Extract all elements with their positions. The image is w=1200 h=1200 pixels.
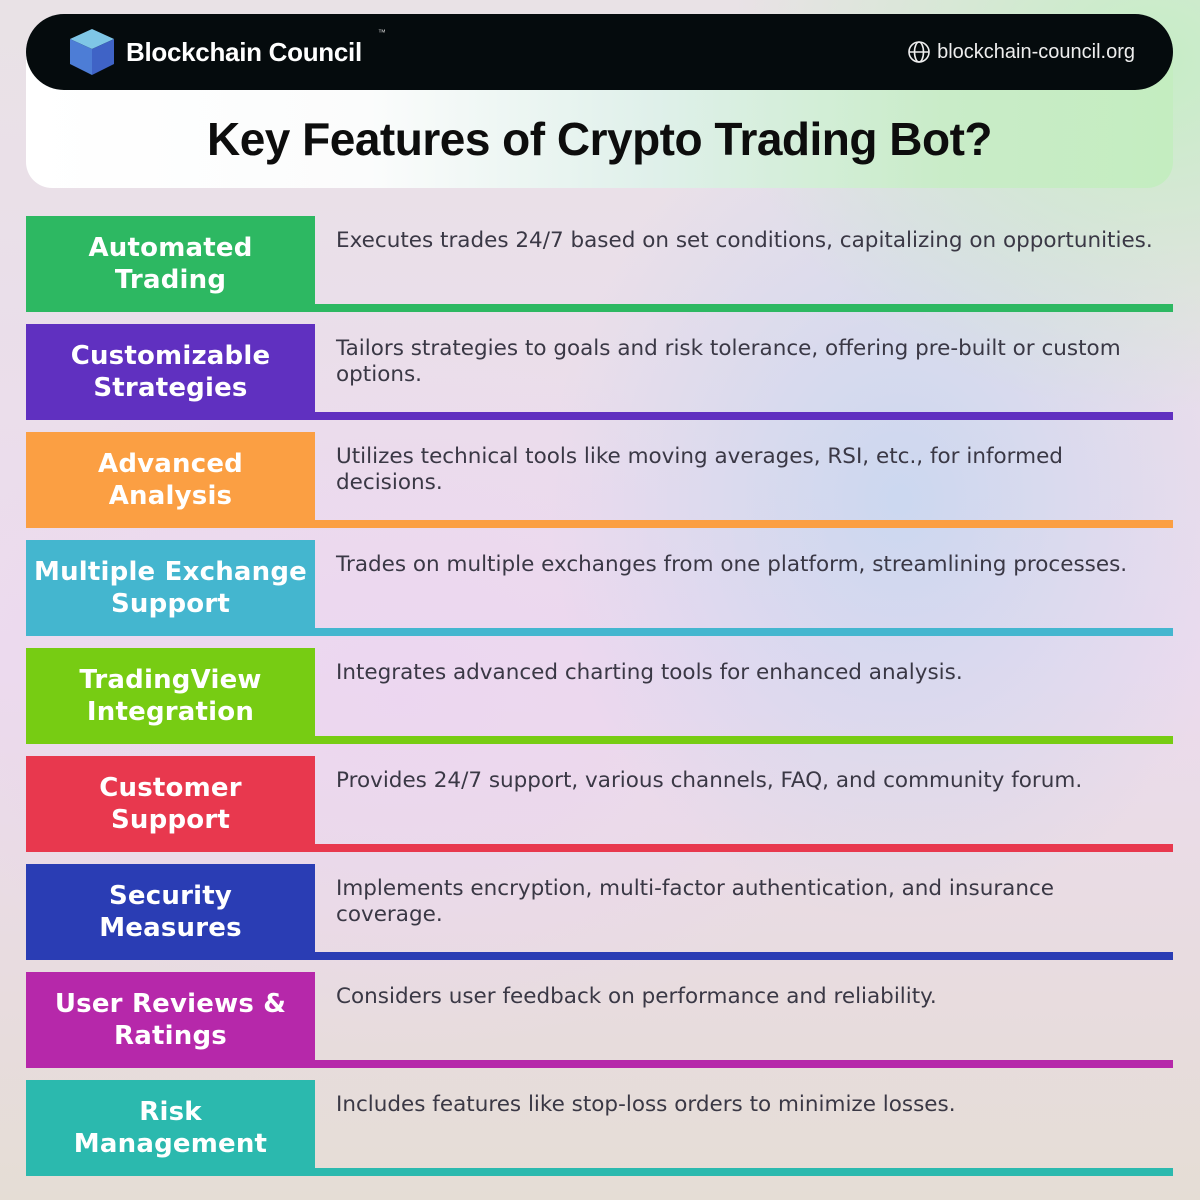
feature-label-line: Trading bbox=[114, 265, 227, 295]
feature-description: Trades on multiple exchanges from one pl… bbox=[336, 552, 1128, 577]
website-url: blockchain-council.org bbox=[937, 40, 1135, 63]
feature-label-line: Strategies bbox=[93, 373, 248, 403]
feature-label-text: User Reviews &Ratings bbox=[55, 988, 286, 1052]
feature-underline bbox=[315, 304, 1173, 312]
website-link[interactable]: blockchain-council.org bbox=[907, 40, 1135, 64]
feature-underline bbox=[315, 844, 1173, 852]
feature-description: Provides 24/7 support, various channels,… bbox=[336, 768, 1083, 793]
page-title: Key Features of Crypto Trading Bot? bbox=[206, 113, 993, 165]
cube-icon bbox=[70, 29, 114, 75]
feature-label-line: Analysis bbox=[108, 481, 233, 511]
feature-underline bbox=[315, 1060, 1173, 1068]
trademark: ™ bbox=[377, 28, 386, 37]
feature-label-line: Support bbox=[111, 805, 230, 835]
feature-label-line: Automated bbox=[88, 233, 253, 263]
feature-label-line: Customer bbox=[99, 773, 242, 803]
brand[interactable]: Blockchain Council ™ bbox=[64, 24, 386, 80]
header-bar: Blockchain Council ™ blockchain-council.… bbox=[26, 14, 1173, 90]
feature-label-line: Integration bbox=[86, 697, 255, 727]
feature-label-line: Multiple Exchange bbox=[34, 557, 307, 587]
feature-description: Executes trades 24/7 based on set condit… bbox=[336, 228, 1153, 253]
feature-underline bbox=[315, 520, 1173, 528]
feature-description: Utilizes technical tools like moving ave… bbox=[336, 444, 1063, 495]
feature-underline bbox=[315, 412, 1173, 420]
feature-row: User Reviews &Ratings Considers user feed… bbox=[26, 972, 1173, 1068]
feature-label-line: Advanced bbox=[98, 449, 243, 479]
feature-description: Tailors strategies to goals and risk tol… bbox=[336, 336, 1121, 387]
feature-underline bbox=[315, 736, 1173, 744]
feature-label-line: User Reviews & bbox=[54, 989, 287, 1019]
feature-label-line: Measures bbox=[99, 913, 242, 943]
feature-label-line: Customizable bbox=[70, 341, 271, 371]
feature-underline bbox=[315, 952, 1173, 960]
feature-description: Integrates advanced charting tools for e… bbox=[336, 660, 963, 685]
feature-underline bbox=[315, 1168, 1173, 1176]
feature-underline bbox=[315, 628, 1173, 636]
feature-label: User Reviews &Ratings bbox=[26, 972, 315, 1068]
feature-description: Considers user feedback on performance a… bbox=[336, 984, 937, 1009]
brand-name: Blockchain Council bbox=[126, 36, 362, 67]
feature-label-line: Risk bbox=[139, 1097, 202, 1127]
feature-description: Includes features like stop-loss orders … bbox=[336, 1092, 956, 1117]
feature-label-line: Security bbox=[108, 881, 232, 911]
globe-icon bbox=[908, 41, 930, 63]
feature-label-line: Ratings bbox=[114, 1021, 227, 1051]
feature-description: Implements encryption, multi-factor auth… bbox=[336, 876, 1055, 927]
feature-label-line: Support bbox=[111, 589, 230, 619]
feature-label-line: Management bbox=[73, 1129, 268, 1159]
feature-label-line: TradingView bbox=[79, 665, 262, 695]
